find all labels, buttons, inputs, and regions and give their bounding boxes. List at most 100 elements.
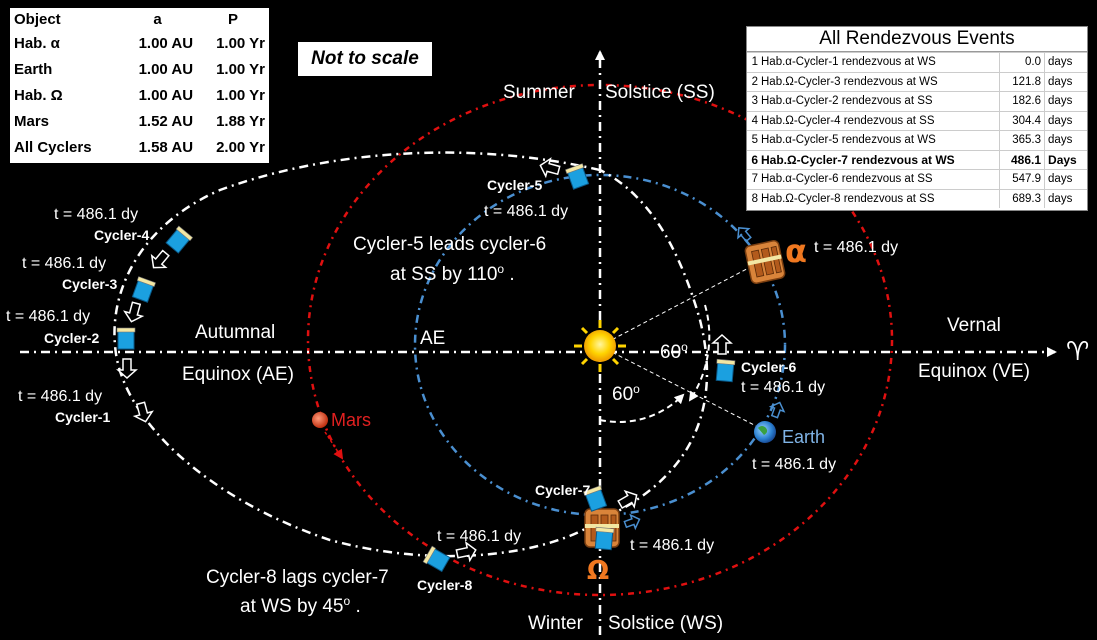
winter-label: Winter	[528, 613, 584, 634]
cycler-3-icon	[130, 276, 157, 304]
object-table-header: Object a P	[10, 8, 269, 30]
autumnal-label: Autumnal	[195, 322, 275, 343]
cycler-8-icon	[422, 545, 451, 573]
winter-solstice-label: Solstice (WS)	[608, 613, 723, 634]
event-unit: days	[1044, 169, 1087, 189]
table-row-highlighted: 6 Hab.Ω-Cycler-7 rendezvous at WS 486.1 …	[747, 149, 1087, 170]
object-a: 1.52 AU	[138, 112, 194, 130]
table-row: 5 Hab.α-Cycler-5 rendezvous at WS 365.3 …	[747, 130, 1087, 150]
time-label-cycler-2: t = 486.1 dy	[6, 308, 90, 325]
event-unit: days	[1044, 52, 1087, 72]
event-unit: days	[1044, 130, 1087, 150]
event-text: Hab.α-Cycler-2 rendezvous at SS	[758, 91, 1000, 111]
mars-motion-arrow	[324, 431, 344, 460]
event-number: 3	[747, 91, 758, 111]
object-name: Hab. α	[14, 34, 60, 52]
object-p: 1.00 Yr	[216, 60, 265, 78]
cycler-2-label: Cycler-2	[44, 330, 99, 346]
cycler-3-label: Cycler-3	[62, 276, 117, 292]
cycler-5-motion-arrow	[537, 155, 562, 180]
lag-note-line-1: Cycler-8 lags cycler-7	[206, 567, 389, 588]
event-text: Hab.Ω-Cycler-3 rendezvous at WS	[758, 71, 1000, 92]
mars-label: Mars	[331, 410, 371, 430]
earth-orbit	[413, 173, 787, 517]
cycler-4-label: Cycler-4	[94, 227, 149, 243]
time-label-earth: t = 486.1 dy	[752, 456, 836, 473]
event-unit: days	[1044, 91, 1087, 111]
event-number: 4	[747, 110, 758, 131]
event-number: 1	[747, 52, 758, 72]
cycler-4-icon	[164, 225, 194, 255]
summer-label: Summer	[503, 82, 575, 103]
event-days: 121.8	[999, 71, 1046, 92]
event-text: Hab.α-Cycler-1 rendezvous at WS	[758, 52, 1000, 72]
time-label-cycler-4: t = 486.1 dy	[54, 206, 138, 223]
earth-label: Earth	[782, 427, 825, 447]
event-text: Hab.Ω-Cycler-7 rendezvous at WS	[758, 149, 1000, 170]
cycler-6-label: Cycler-6	[741, 359, 796, 375]
cycler-7-label: Cycler-7	[535, 482, 590, 498]
object-a: 1.00 AU	[138, 34, 194, 52]
event-days: 0.0	[999, 52, 1046, 72]
habitat-alpha-motion-arrow	[732, 222, 755, 245]
summer-solstice-label: Solstice (SS)	[605, 82, 715, 103]
events-table-title: All Rendezvous Events	[747, 27, 1087, 52]
table-row: Earth 1.00 AU 1.00 Yr	[10, 56, 269, 82]
cycler-omega-icon	[593, 526, 615, 551]
event-unit: Days	[1044, 149, 1087, 170]
lead-note-line-2: at SS by 110o .	[390, 262, 515, 285]
earth-direction-line	[599, 345, 761, 429]
event-number: 8	[747, 188, 758, 208]
lag-note-line-2: at WS by 45o .	[240, 594, 361, 617]
cycler-orbit	[113, 151, 709, 558]
event-days: 304.4	[999, 110, 1046, 131]
event-number: 2	[747, 71, 758, 92]
ae-short-label: AE	[420, 328, 445, 349]
angle-arc-left	[599, 393, 685, 423]
object-a: 1.00 AU	[138, 60, 194, 78]
earth-land-icon	[758, 426, 768, 435]
object-table: Object a P Hab. α 1.00 AU 1.00 Yr Earth …	[10, 8, 269, 163]
event-days: 365.3	[999, 130, 1046, 150]
object-p: 2.00 Yr	[216, 138, 265, 156]
mars-icon	[312, 412, 328, 428]
vernal-equinox-label: Equinox (VE)	[918, 361, 1030, 382]
alpha-direction-line	[599, 261, 761, 347]
vernal-label: Vernal	[947, 315, 1001, 336]
table-row: 1 Hab.α-Cycler-1 rendezvous at WS 0.0 da…	[747, 52, 1087, 72]
event-text: Hab.α-Cycler-6 rendezvous at SS	[758, 169, 1000, 189]
habitat-omega-motion-arrow	[622, 511, 643, 532]
omega-symbol: Ω	[587, 556, 609, 586]
cycler-1-label: Cycler-1	[55, 409, 110, 425]
header-object: Object	[14, 10, 61, 28]
cycler-1-motion-arrow	[131, 400, 156, 425]
header-p: P	[228, 10, 239, 28]
time-label-cycler-3: t = 486.1 dy	[22, 255, 106, 272]
event-unit: days	[1044, 188, 1087, 208]
event-days: 689.3	[999, 188, 1046, 208]
cycler-5-label: Cycler-5	[487, 177, 542, 193]
object-p: 1.00 Yr	[216, 86, 265, 104]
angle-arc-right	[688, 304, 711, 402]
event-days: 486.1	[999, 149, 1046, 170]
aries-symbol: ♈	[1066, 337, 1089, 367]
cycler-3-motion-arrow	[121, 300, 146, 325]
object-a: 1.58 AU	[138, 138, 194, 156]
rendezvous-events-table: All Rendezvous Events 1 Hab.α-Cycler-1 r…	[746, 26, 1088, 211]
sun-icon	[574, 320, 626, 372]
lead-note-line-1: Cycler-5 leads cycler-6	[353, 234, 546, 255]
event-number: 7	[747, 169, 758, 189]
object-a: 1.00 AU	[138, 86, 194, 104]
table-row: 3 Hab.α-Cycler-2 rendezvous at SS 182.6 …	[747, 91, 1087, 111]
autumnal-equinox-label: Equinox (AE)	[182, 364, 294, 385]
alpha-symbol: α	[785, 232, 807, 270]
header-a: a	[153, 10, 162, 28]
cycler-6-icon	[714, 358, 736, 383]
time-label-omega: t = 486.1 dy	[630, 537, 714, 554]
event-number: 5	[747, 130, 758, 150]
event-unit: days	[1044, 71, 1087, 92]
event-text: Hab.Ω-Cycler-4 rendezvous at SS	[758, 110, 1000, 131]
time-label-cycler-1: t = 486.1 dy	[18, 388, 102, 405]
time-label-alpha: t = 486.1 dy	[814, 239, 898, 256]
event-text: Hab.α-Cycler-5 rendezvous at WS	[758, 130, 1000, 150]
